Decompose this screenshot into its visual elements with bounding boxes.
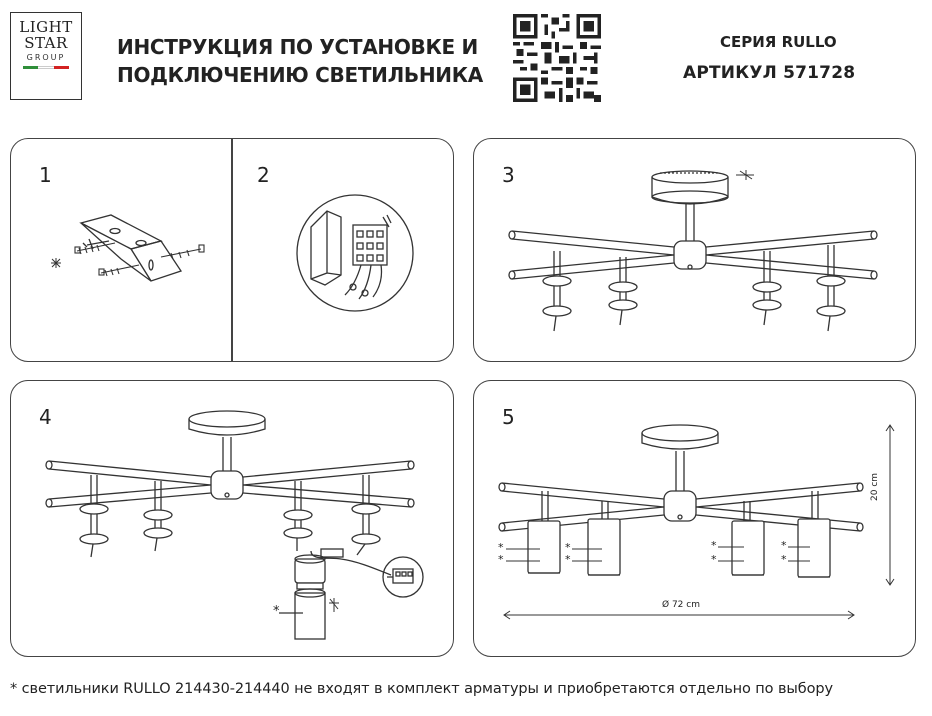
asterisk-1b: * — [498, 553, 504, 566]
asterisk-4a: * — [781, 539, 787, 552]
diameter-dimension: Ø 72 cm — [662, 600, 700, 610]
page-title: ИНСТРУКЦИЯ ПО УСТАНОВКЕ И ПОДКЛЮЧЕНИЮ СВ… — [117, 33, 483, 89]
step-number-4: 4 — [39, 405, 52, 429]
title-line-1: ИНСТРУКЦИЯ ПО УСТАНОВКЕ И — [117, 35, 478, 59]
lamp-asterisk: * — [273, 604, 280, 619]
footnote: * светильники RULLO 214430-214440 не вхо… — [10, 681, 833, 697]
terminal-block-illustration — [296, 194, 414, 312]
logo-line-1: LIGHT — [19, 18, 73, 36]
article-number: АРТИКУЛ 571728 — [683, 63, 856, 83]
title-line-2: ПОДКЛЮЧЕНИЮ СВЕТИЛЬНИКА — [117, 63, 483, 87]
panel-steps-1-2: 1 2 — [10, 138, 454, 362]
step-number-1: 1 — [39, 163, 52, 187]
panel-step-4: 4 — [10, 380, 454, 657]
fixture-assembly-illustration — [508, 170, 878, 332]
mounting-bracket-illustration — [51, 214, 205, 282]
step-number-2: 2 — [257, 163, 270, 187]
asterisk-4b: * — [781, 553, 787, 566]
qr-code-icon — [513, 14, 601, 102]
panel-divider — [231, 139, 233, 361]
asterisk-3a: * — [711, 539, 717, 552]
brand-logo: LIGHT STAR GROUP — [10, 12, 82, 100]
height-dimension: 20 cm — [870, 472, 880, 501]
logo-line-3: GROUP — [26, 53, 66, 62]
logo-line-2: STAR — [24, 34, 68, 52]
step-number-5: 5 — [502, 405, 515, 429]
asterisk-2a: * — [565, 541, 571, 554]
asterisk-3b: * — [711, 553, 717, 566]
final-fixture-illustration — [498, 424, 895, 620]
asterisk-2b: * — [565, 553, 571, 566]
asterisk-1a: * — [498, 541, 504, 554]
lamp-connection-illustration — [45, 410, 424, 640]
series-label: СЕРИЯ RULLO — [720, 33, 837, 51]
italian-flag-icon — [23, 66, 69, 69]
panel-step-3: 3 — [473, 138, 916, 362]
panel-step-5: 5 — [473, 380, 916, 657]
step-number-3: 3 — [502, 163, 515, 187]
